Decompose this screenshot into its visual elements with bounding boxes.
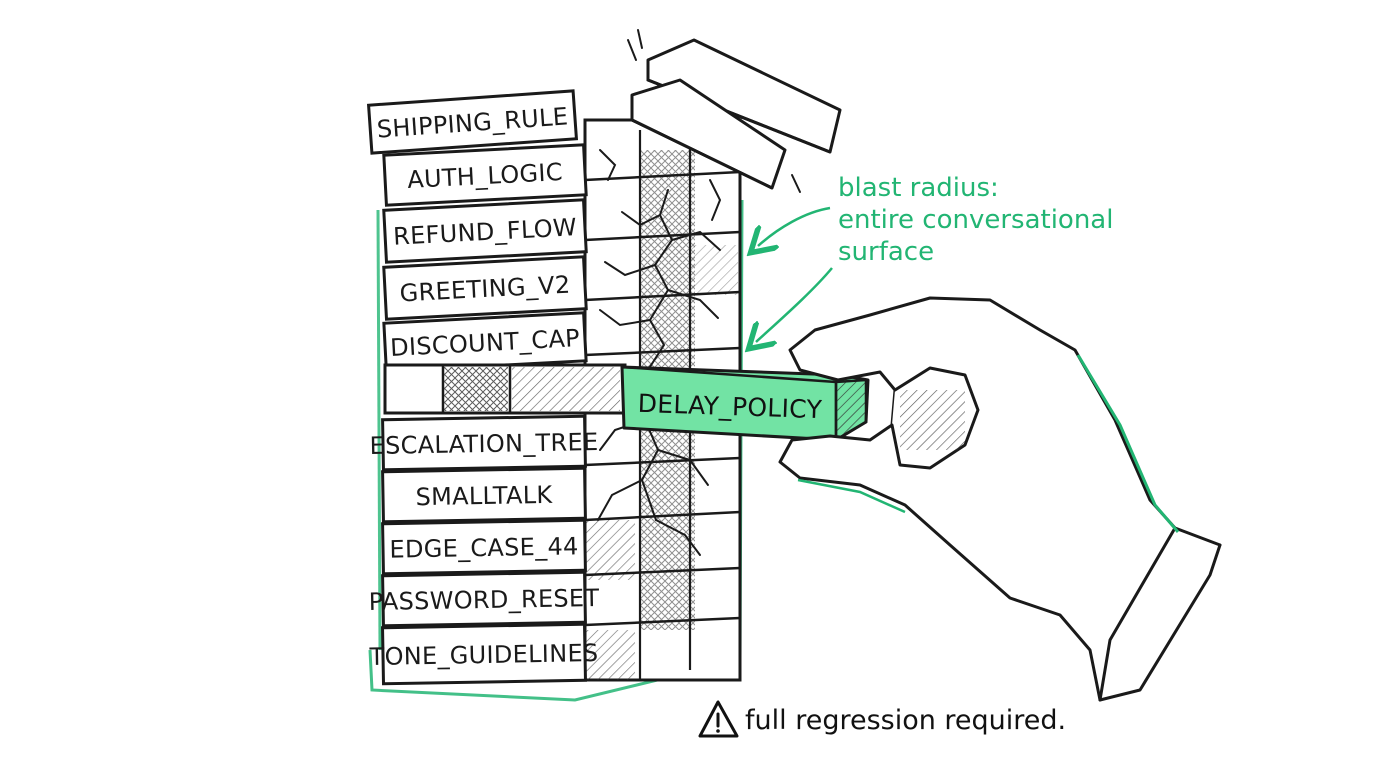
annotation-line-3: surface xyxy=(838,237,934,267)
crack-lines xyxy=(597,149,722,556)
pulled-block-label: DELAY_POLICY xyxy=(637,389,823,424)
hand-shadow xyxy=(1076,354,1180,533)
tower-block-face xyxy=(381,414,587,472)
blast-radius-annotation: blast radius: entire conversational surf… xyxy=(756,173,1113,342)
motion-lines xyxy=(627,29,801,193)
tower-block-label: EDGE_CASE_44 xyxy=(389,532,579,563)
annotation-line-1: blast radius: xyxy=(838,173,999,203)
tower-block-face xyxy=(382,143,588,207)
tower-block-face xyxy=(366,89,579,155)
tower-block-face xyxy=(382,255,588,321)
tower-block: SHIPPING_RULE xyxy=(366,89,579,155)
falling-block-lower xyxy=(630,78,787,190)
tower-block-label: PASSWORD_RESET xyxy=(368,584,599,616)
tower-block: SMALLTALK xyxy=(381,466,587,524)
pulled-block-delay-policy: DELAY_POLICY xyxy=(620,365,870,443)
tower-block-face xyxy=(381,622,587,686)
tower-block-face xyxy=(382,198,588,264)
pulled-block-gap xyxy=(383,363,627,415)
tower-block: AUTH_LOGIC xyxy=(382,143,588,207)
tower-block-face xyxy=(381,570,587,628)
annotation-line-2: entire conversational xyxy=(838,205,1113,235)
regression-warning: full regression required. xyxy=(698,700,1066,738)
finger-shadow xyxy=(797,478,906,514)
tower-block: ESCALATION_TREE xyxy=(369,414,599,472)
tower-block: REFUND_FLOW xyxy=(382,198,588,264)
tower-block-label: TONE_GUIDELINES xyxy=(368,639,598,671)
tower-block: GREETING_V2 xyxy=(382,255,588,321)
annotation-arrow-lower xyxy=(756,267,833,342)
warning-text: full regression required. xyxy=(745,705,1066,736)
tower-block-label: ESCALATION_TREE xyxy=(369,428,598,460)
tower-block-face xyxy=(381,466,587,524)
annotation-arrow-upper xyxy=(758,206,831,246)
warning-triangle-icon xyxy=(698,700,739,738)
tower-block-label: SMALLTALK xyxy=(415,481,553,511)
tower-block: PASSWORD_RESET xyxy=(368,570,600,628)
falling-block-upper xyxy=(646,38,842,154)
tower-block-face xyxy=(381,518,587,576)
tower-left-shadow xyxy=(376,209,382,651)
hand-illustration xyxy=(778,296,1222,702)
tower-block: DISCOUNT_CAP xyxy=(382,311,588,373)
tower-block: TONE_GUIDELINES xyxy=(368,622,599,686)
tower-block: EDGE_CASE_44 xyxy=(381,518,587,576)
tower-blocks: SHIPPING_RULEAUTH_LOGICREFUND_FLOWGREETI… xyxy=(366,89,600,686)
